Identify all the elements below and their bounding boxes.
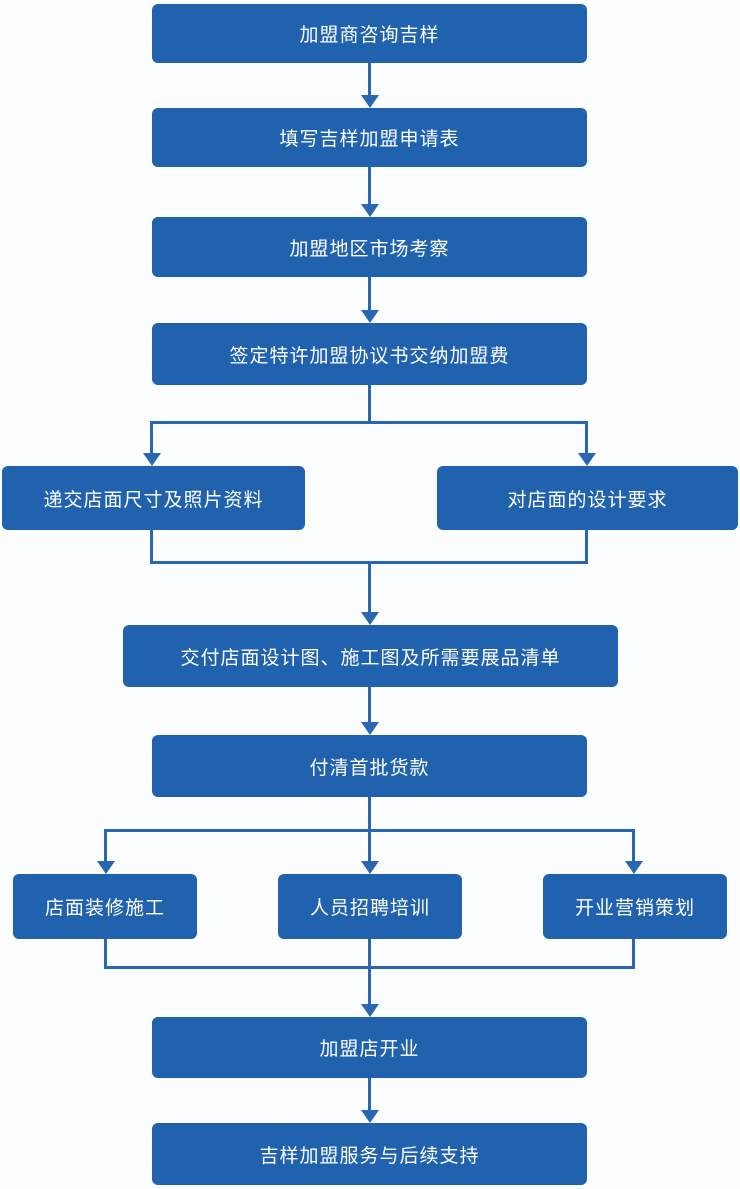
arrowhead-down-icon — [625, 861, 643, 874]
connector-merge2-mid-riser — [368, 939, 371, 969]
flow-node-first-payment: 付清首批货款 — [152, 735, 587, 797]
connector-merge2-left-riser — [104, 939, 107, 969]
flow-node-submit-store-info: 递交店面尺寸及照片资料 — [2, 466, 305, 530]
arrowhead-down-icon — [361, 612, 379, 625]
arrowhead-down-icon — [361, 1110, 379, 1123]
arrowhead-down-icon — [361, 310, 379, 323]
flow-node-market-survey: 加盟地区市场考察 — [152, 217, 587, 277]
connector-split-bar-1 — [150, 421, 588, 424]
connector-application-market — [368, 167, 371, 205]
flow-node-store-renovation: 店面装修施工 — [13, 874, 197, 939]
connector-merge-stem-2 — [368, 966, 371, 1004]
arrowhead-down-icon — [361, 204, 379, 217]
connector-payment-split-stem — [368, 797, 371, 832]
connector-opening-support — [368, 1078, 371, 1110]
connector-merge-right-riser — [585, 530, 588, 564]
flow-node-followup-support: 吉样加盟服务与后续支持 — [152, 1123, 587, 1185]
connector-merge-stem-1 — [368, 561, 371, 613]
arrowhead-down-icon — [361, 95, 379, 108]
flow-node-application-form: 填写吉样加盟申请表 — [152, 108, 587, 167]
flow-node-deliver-drawings: 交付店面设计图、施工图及所需要展品清单 — [123, 625, 618, 687]
flow-node-consult: 加盟商咨询吉样 — [152, 4, 587, 63]
flow-node-design-requirements: 对店面的设计要求 — [437, 466, 738, 530]
connector-drawings-payment — [368, 687, 371, 723]
connector-agreement-split-stem — [368, 385, 371, 424]
connector-split2-left-drop — [104, 829, 107, 862]
arrowhead-down-icon — [361, 861, 379, 874]
connector-consult-application — [368, 63, 371, 96]
connector-merge2-right-riser — [632, 939, 635, 969]
flow-node-staff-recruitment: 人员招聘培训 — [278, 874, 462, 939]
arrowhead-down-icon — [578, 453, 596, 466]
connector-split-left-drop — [150, 421, 153, 454]
arrowhead-down-icon — [97, 861, 115, 874]
flow-node-opening-marketing: 开业营销策划 — [543, 874, 727, 939]
flow-node-sign-agreement: 签定特许加盟协议书交纳加盟费 — [152, 323, 587, 385]
connector-split2-right-drop — [632, 829, 635, 862]
connector-merge-left-riser — [150, 530, 153, 564]
connector-market-agreement — [368, 277, 371, 311]
arrowhead-down-icon — [143, 453, 161, 466]
flow-node-store-opening: 加盟店开业 — [152, 1017, 587, 1078]
connector-split-right-drop — [585, 421, 588, 454]
arrowhead-down-icon — [361, 722, 379, 735]
connector-split2-mid-drop — [368, 829, 371, 862]
arrowhead-down-icon — [361, 1004, 379, 1017]
